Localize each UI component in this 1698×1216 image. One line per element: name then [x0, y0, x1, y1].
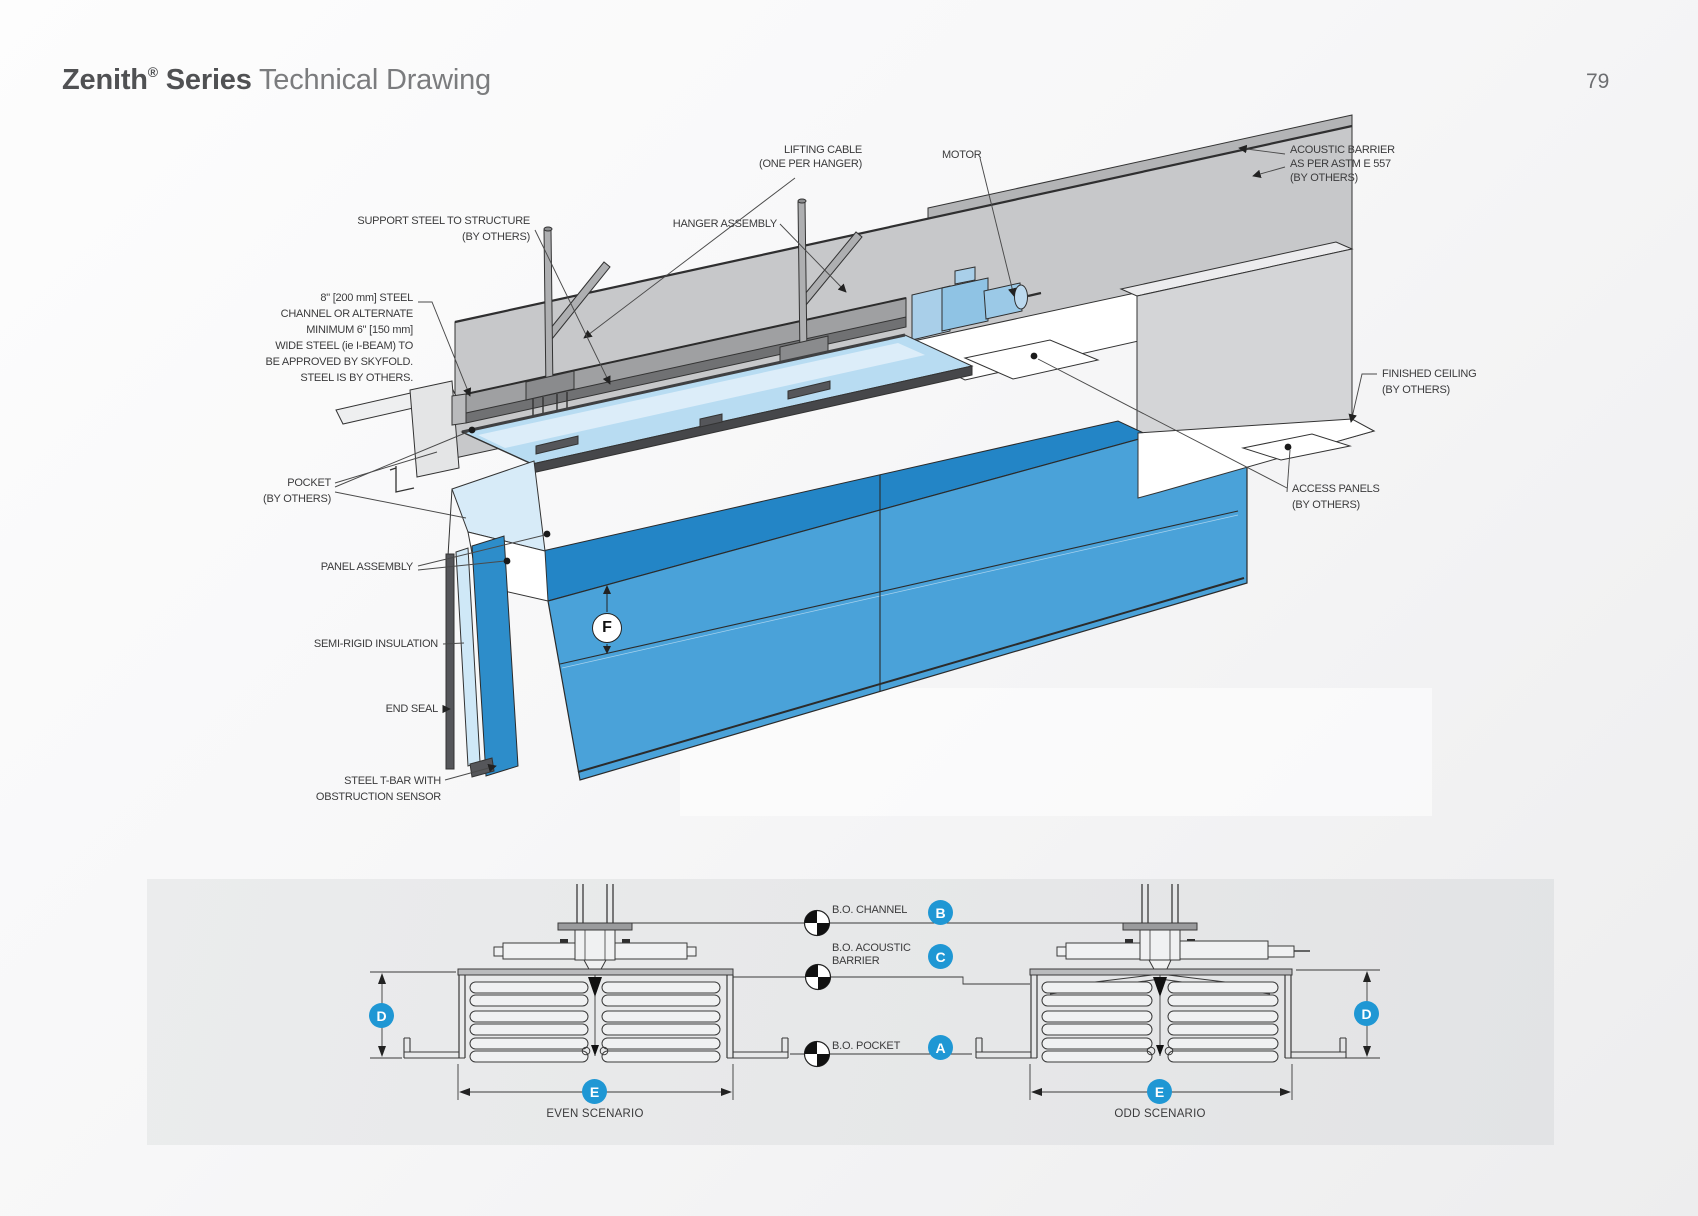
datum-line-text: BARRIER: [832, 955, 880, 967]
callout-line: MINIMUM 6" [150 mm]: [306, 324, 413, 336]
pocket-shape: [335, 380, 460, 493]
callout-line: PANEL ASSEMBLY: [320, 561, 414, 573]
even-scenario-drawing: [403, 884, 789, 1063]
callout-line: FINISHED CEILING: [1382, 368, 1477, 380]
callout-line: LIFTING CABLE: [783, 144, 862, 156]
even-scenario-caption: EVEN SCENARIO: [546, 1108, 644, 1120]
leader-hanger: [779, 223, 847, 293]
callout-acoustic-barrier: ACOUSTIC BARRIER AS PER ASTM E 557 (BY O…: [1290, 143, 1395, 185]
callout-line: (BY OTHERS): [1292, 499, 1360, 511]
dimension-a-balloon: A: [928, 1035, 953, 1060]
brand-name: Zenith: [62, 64, 148, 96]
callout-line: POCKET: [287, 477, 331, 489]
dimension-b-balloon: B: [928, 900, 953, 925]
callout-semi-rigid: SEMI-RIGID INSULATION: [314, 637, 438, 651]
callout-line: (BY OTHERS): [1290, 172, 1358, 184]
leader-acoustic-2: [1252, 166, 1286, 179]
datum-label-channel: B.O. CHANNEL: [832, 904, 907, 917]
leader-pocket: [334, 426, 476, 519]
callout-line: ACOUSTIC BARRIER: [1290, 144, 1395, 156]
datum-target-acoustic: [804, 963, 832, 991]
leader-acoustic-1: [1238, 144, 1286, 155]
callout-line: END SEAL: [385, 703, 439, 715]
leader-lifting-cable: [583, 177, 796, 339]
callout-line: SUPPORT STEEL TO STRUCTURE: [357, 215, 530, 227]
leader-semi-rigid: [442, 642, 465, 645]
leader-support-steel: [534, 229, 611, 385]
callout-line: WIDE STEEL (ie I-BEAM) TO: [275, 340, 413, 352]
callout-hanger-assembly: HANGER ASSEMBLY: [672, 217, 778, 231]
callout-line: STEEL IS BY OTHERS.: [300, 372, 413, 384]
dimension-c-balloon: C: [928, 944, 953, 969]
dimension-d-right-balloon: D: [1354, 1001, 1379, 1026]
datum-line-text: B.O. ACOUSTIC: [832, 942, 911, 954]
access-panel-1: [963, 339, 1100, 380]
odd-scenario-drawing: [975, 884, 1347, 1063]
datum-label-acoustic: B.O. ACOUSTIC BARRIER: [832, 942, 911, 968]
leader-lines: [334, 144, 1377, 781]
dimension-d-left-balloon: D: [369, 1003, 394, 1028]
leader-motor: [979, 157, 1017, 297]
callout-lifting-cable: LIFTING CABLE (ONE PER HANGER): [759, 143, 862, 171]
callout-access-panels: ACCESS PANELS (BY OTHERS): [1292, 481, 1380, 513]
callout-pocket: POCKET (BY OTHERS): [263, 475, 331, 507]
leader-panel-assembly: [417, 530, 551, 571]
callout-support-steel: SUPPORT STEEL TO STRUCTURE (BY OTHERS): [357, 213, 530, 245]
section-view: [370, 884, 1380, 1100]
series-name: Series: [165, 64, 252, 96]
callout-line: BE APPROVED BY SKYFOLD.: [265, 356, 414, 368]
leader-t-bar: [444, 763, 497, 781]
callout-line: OBSTRUCTION SENSOR: [315, 791, 441, 803]
callout-line: (BY OTHERS): [1382, 384, 1450, 396]
callout-line: STEEL T-BAR WITH: [344, 775, 441, 787]
fold-stack: [445, 460, 549, 778]
callout-line: 8" [200 mm] STEEL: [320, 292, 413, 304]
access-panel-2: [1241, 433, 1352, 461]
callout-steel-t-bar: STEEL T-BAR WITH OBSTRUCTION SENSOR: [316, 773, 441, 805]
datum-line-text: B.O. CHANNEL: [832, 904, 908, 916]
datum-target-channel: [803, 909, 831, 937]
leader-access-panels: [1037, 358, 1291, 493]
callout-end-seal: END SEAL: [385, 702, 439, 716]
odd-scenario-caption: ODD SCENARIO: [1114, 1108, 1206, 1120]
callout-line: MOTOR: [942, 149, 982, 161]
callout-panel-assembly: PANEL ASSEMBLY: [320, 560, 414, 574]
callout-line: ACCESS PANELS: [1292, 483, 1380, 495]
callout-line: SEMI-RIGID INSULATION: [313, 638, 438, 650]
datum-target-pocket: [803, 1040, 831, 1068]
datum-line-text: B.O. POCKET: [832, 1040, 901, 1052]
leader-finished-ceiling: [1348, 373, 1377, 423]
callout-line: HANGER ASSEMBLY: [672, 218, 778, 230]
page-number: 79: [1586, 70, 1610, 93]
leader-steel-channel: [418, 301, 472, 397]
dimension-f-balloon: F: [592, 613, 622, 643]
f-dimension: [603, 585, 611, 654]
callout-line: CHANNEL OR ALTERNATE: [280, 308, 414, 320]
datum-label-pocket: B.O. POCKET: [832, 1040, 900, 1053]
callout-line: (ONE PER HANGER): [759, 158, 862, 170]
callout-line: (BY OTHERS): [462, 231, 530, 243]
callout-steel-channel: 8" [200 mm] STEEL CHANNEL OR ALTERNATE M…: [266, 290, 414, 386]
page-title: Zenith® Series Technical Drawing: [62, 64, 491, 97]
callout-finished-ceiling: FINISHED CEILING (BY OTHERS): [1382, 366, 1477, 398]
callout-line: AS PER ASTM E 557: [1290, 158, 1391, 170]
dimension-e-right-balloon: E: [1147, 1079, 1172, 1104]
panel-face: [547, 435, 1248, 781]
top-track: [460, 333, 974, 474]
title-rest: Technical Drawing: [259, 64, 491, 96]
callout-line: (BY OTHERS): [263, 493, 331, 505]
datum-line-acoustic: [733, 976, 1030, 985]
dimension-e-left-balloon: E: [582, 1079, 607, 1104]
isometric-view: [335, 114, 1376, 781]
registered-mark: ®: [147, 64, 158, 80]
callout-motor: MOTOR: [942, 148, 982, 162]
